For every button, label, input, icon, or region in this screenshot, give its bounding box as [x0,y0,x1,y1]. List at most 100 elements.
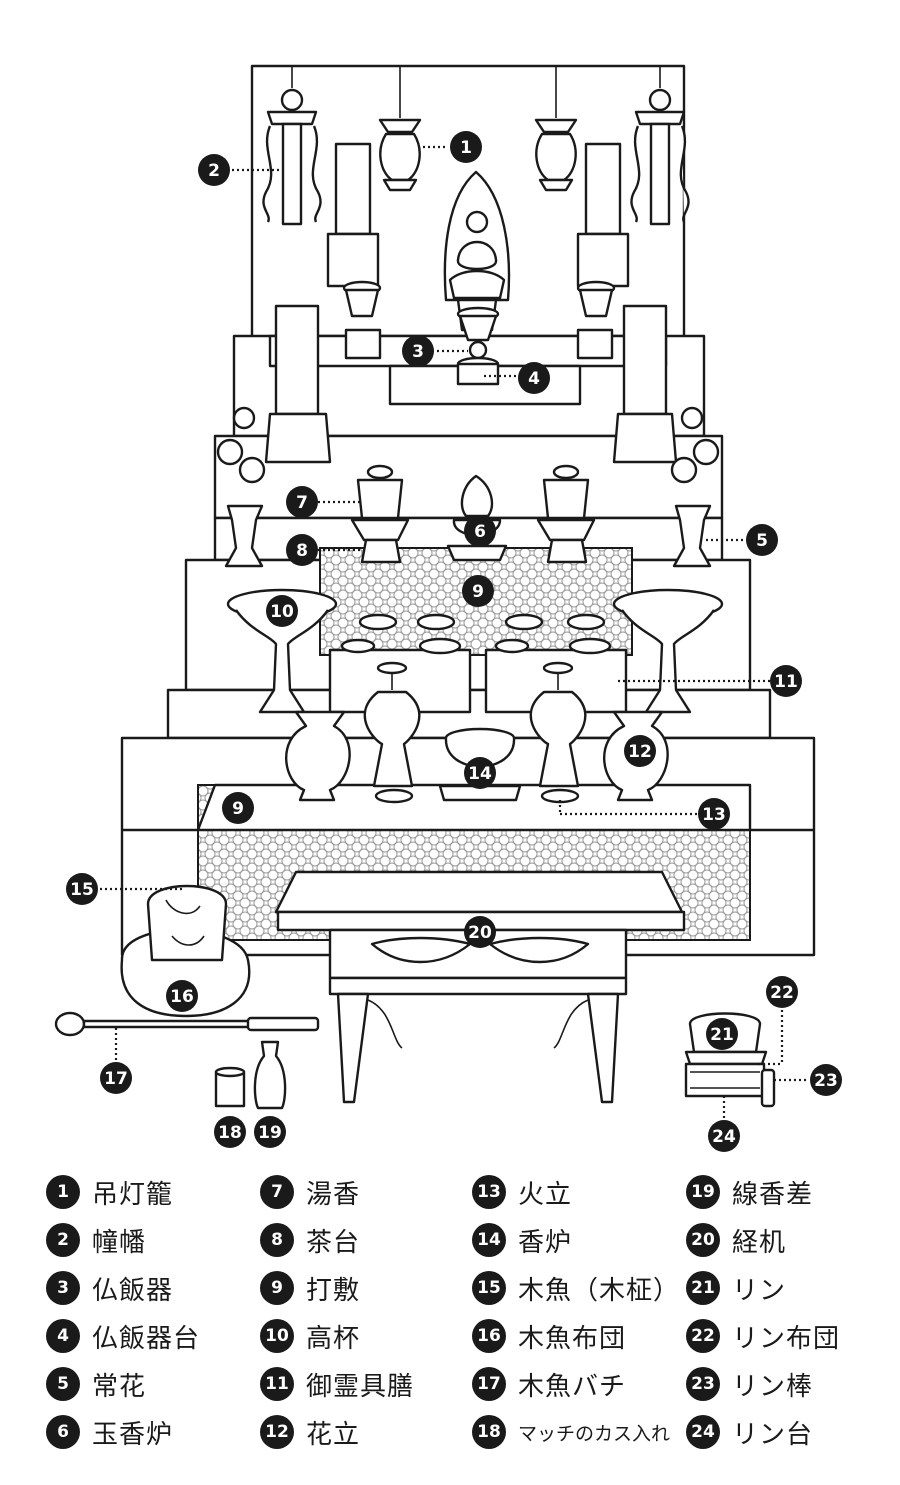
legend-item: 3 仏飯器 [46,1268,173,1308]
legend-number-badge: 10 [260,1319,294,1353]
legend-number-badge: 7 [260,1175,294,1209]
legend-label: 茶台 [306,1227,361,1258]
legend-label: 常花 [92,1371,147,1402]
callout-badge-11: 11 [770,665,802,697]
legend-label: 玉香炉 [92,1419,174,1450]
callout-number: 17 [104,1069,128,1089]
mokugyo-bachi [54,1011,320,1037]
callout-number: 9 [232,799,244,819]
callout-badge-16: 16 [166,980,198,1012]
callout-number: 19 [258,1123,282,1143]
legend-label: 幢幡 [92,1227,147,1258]
callout-number: 15 [70,880,94,900]
callout-badge-12: 12 [624,735,656,767]
kadate-left [285,710,351,802]
callout-badge-19: 19 [254,1116,286,1148]
callout-number: 24 [712,1127,736,1147]
callout-badge-4: 4 [518,362,550,394]
legend-number-badge: 22 [686,1319,720,1353]
legend-item: 5 常花 [46,1364,146,1404]
flower-vase-left [216,406,266,568]
callout-number: 6 [474,522,486,542]
callout-number: 4 [528,369,540,389]
legend-label: 木魚バチ [518,1371,627,1402]
callout-badge-2: 2 [198,154,230,186]
legend-number-badge: 23 [686,1367,720,1401]
callout-badge-22: 22 [766,976,798,1008]
callout-badge-23: 23 [810,1064,842,1096]
legend-number-badge: 12 [260,1415,294,1449]
legend-label: リン棒 [732,1371,814,1402]
memorial-tablet-left [326,142,380,288]
legend-item: 12 花立 [260,1412,360,1452]
legend-label: リン台 [732,1419,814,1450]
callout-number: 21 [710,1025,734,1045]
callout-badge-15: 15 [66,873,98,905]
legend-item: 4 仏飯器台 [46,1316,200,1356]
callout-number: 7 [296,493,308,513]
legend-item: 21 リン [686,1268,786,1308]
callout-badge-17: 17 [100,1062,132,1094]
leader-lines [100,145,808,1122]
legend-number-badge: 15 [472,1271,506,1305]
legend-label: 打敷 [306,1275,361,1306]
legend-number-badge: 19 [686,1175,720,1209]
kyozukue [274,870,686,1104]
legend-item: 19 線香差 [686,1172,813,1212]
legend-label: 花立 [306,1419,361,1450]
legend-label: 木魚（木柾） [518,1275,681,1306]
memorial-tablet-right [576,142,630,288]
callout-number: 8 [296,541,308,561]
callout-badge-14: 14 [464,757,496,789]
legend-label: 仏飯器台 [92,1323,201,1354]
legend-number-badge: 2 [46,1223,80,1257]
legend-number-badge: 4 [46,1319,80,1353]
legend-item: 23 リン棒 [686,1364,813,1404]
legend-number-badge: 1 [46,1175,80,1209]
callout-badge-9: 9 [462,575,494,607]
legend-label: マッチのカス入れ [518,1422,671,1445]
chadai-left [350,518,410,564]
hitate-left [363,661,421,804]
senko-sashi [253,1040,287,1110]
callout-number: 9 [472,582,484,602]
callout-number: 14 [468,764,492,784]
legend-label: 仏飯器 [92,1275,174,1306]
callout-number: 23 [814,1071,838,1091]
callout-number: 16 [170,987,194,1007]
callout-badge-1: 1 [450,131,482,163]
callout-number: 5 [756,531,768,551]
legend-number-badge: 17 [472,1367,506,1401]
callout-badge-21: 21 [706,1018,738,1050]
legend-number-badge: 6 [46,1415,80,1449]
callout-number: 3 [412,342,424,362]
legend-number-badge: 3 [46,1271,80,1305]
callout-number: 2 [208,161,220,181]
callout-badge-5: 5 [746,524,778,556]
takatsuki-right [612,588,724,714]
legend-number-badge: 20 [686,1223,720,1257]
callout-badge-7: 7 [286,486,318,518]
legend-label: 線香差 [732,1179,814,1210]
match-case [214,1066,246,1108]
banner-left [262,66,322,226]
legend-number-badge: 5 [46,1367,80,1401]
callout-badge-18: 18 [214,1116,246,1148]
legend-item: 2 幢幡 [46,1220,146,1260]
legend-label: リン [732,1275,787,1306]
callout-number: 12 [628,742,652,762]
legend-item: 15 木魚（木柾） [472,1268,680,1308]
callout-number: 10 [270,602,294,622]
legend-number-badge: 21 [686,1271,720,1305]
